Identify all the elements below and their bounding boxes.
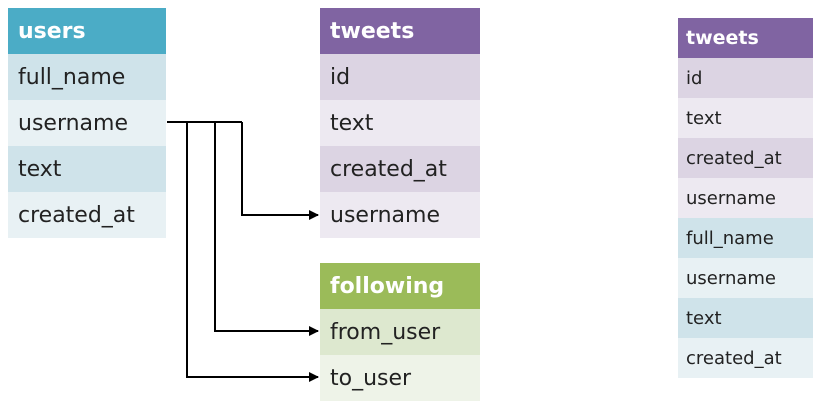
joined-tweets-table: tweets id text created_at username full_… xyxy=(678,18,813,378)
users-field-username: username xyxy=(8,100,166,146)
arrow-to-following-to-user xyxy=(186,122,319,382)
tweets-field-text: text xyxy=(320,100,480,146)
tweets-table-header: tweets xyxy=(320,8,480,54)
following-field-from-user: from_user xyxy=(320,309,480,355)
joined-table-header: tweets xyxy=(678,18,813,58)
following-table: following from_user to_user xyxy=(320,263,480,401)
users-field-created-at: created_at xyxy=(8,192,166,238)
joined-field-created-at: created_at xyxy=(678,138,813,178)
tweets-field-created-at: created_at xyxy=(320,146,480,192)
tweets-field-username: username xyxy=(320,192,480,238)
users-field-text: text xyxy=(8,146,166,192)
joined-field-username: username xyxy=(678,178,813,218)
users-table-header: users xyxy=(8,8,166,54)
joined-field-user-full-name: full_name xyxy=(678,218,813,258)
users-field-full-name: full_name xyxy=(8,54,166,100)
tweets-table: tweets id text created_at username xyxy=(320,8,480,238)
joined-field-text: text xyxy=(678,98,813,138)
joined-field-user-username: username xyxy=(678,258,813,298)
joined-field-id: id xyxy=(678,58,813,98)
arrow-to-following-from-user xyxy=(214,122,319,336)
joined-field-user-text: text xyxy=(678,298,813,338)
tweets-field-id: id xyxy=(320,54,480,100)
arrow-to-tweets-username xyxy=(241,122,319,220)
following-field-to-user: to_user xyxy=(320,355,480,401)
joined-field-user-created-at: created_at xyxy=(678,338,813,378)
following-table-header: following xyxy=(320,263,480,309)
users-table: users full_name username text created_at xyxy=(8,8,166,238)
